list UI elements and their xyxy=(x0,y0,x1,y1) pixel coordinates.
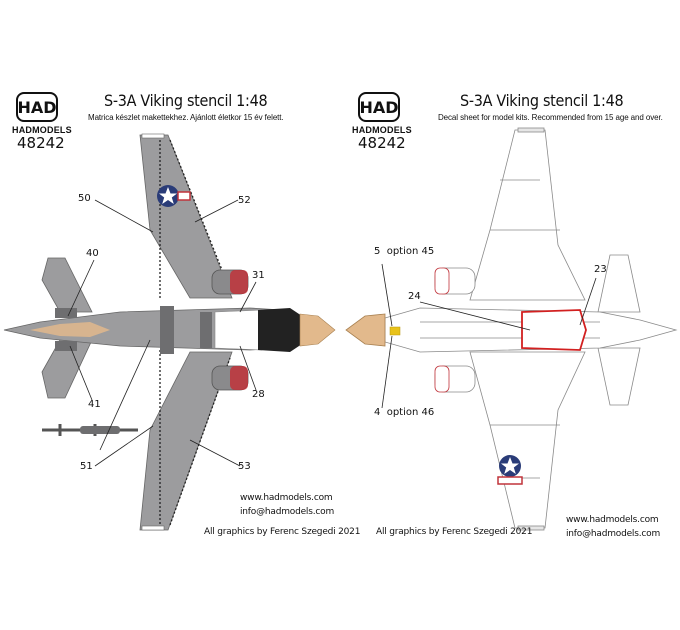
left-subtitle: Matrica készlet makettekhez. Ajánlott él… xyxy=(88,113,284,122)
callout-23: 23 xyxy=(594,264,607,275)
leader-31 xyxy=(239,281,257,313)
right-website: www.hadmodels.com xyxy=(566,515,659,525)
left-lower-wingtip xyxy=(141,525,165,531)
left-upper-tailplane xyxy=(41,257,93,313)
left-cockpit-surround xyxy=(214,309,263,351)
leader-option-46 xyxy=(381,335,393,409)
left-insignia-star xyxy=(159,187,177,204)
leader-50 xyxy=(94,199,154,233)
callout-51: 51 xyxy=(80,461,93,472)
leader-24 xyxy=(419,301,531,331)
leader-41 xyxy=(69,345,93,401)
left-insignia-bar xyxy=(177,191,191,201)
right-product-code: 48242 xyxy=(358,134,406,152)
right-subtitle: Decal sheet for model kits. Recommended … xyxy=(438,113,663,122)
left-wing-walkway-lower xyxy=(200,312,212,348)
left-credit: All graphics by Ferenc Szegedi 2021 xyxy=(204,527,361,537)
right-upper-wing xyxy=(469,129,586,301)
callout-50: 50 xyxy=(78,193,91,204)
left-logo: HAD xyxy=(16,92,58,122)
left-website: www.hadmodels.com xyxy=(240,493,333,503)
right-upper-wingtip xyxy=(517,127,545,133)
leader-23 xyxy=(579,277,597,326)
right-credit: All graphics by Ferenc Szegedi 2021 xyxy=(376,527,533,537)
right-lower-engine-intake xyxy=(434,365,450,393)
leader-52 xyxy=(194,199,239,223)
left-aircraft-top-view xyxy=(3,133,336,531)
callout-option-46: 4 option 46 xyxy=(374,407,435,418)
leader-53 xyxy=(189,439,241,467)
right-radome xyxy=(345,313,386,347)
callout-52: 52 xyxy=(238,195,251,206)
right-bomb-bay-highlight xyxy=(521,309,587,351)
left-tail-panel-upper xyxy=(55,308,77,318)
left-title: S-3A Viking stencil 1:48 xyxy=(104,91,268,110)
left-tail-decor xyxy=(30,322,110,337)
left-radome xyxy=(299,313,336,347)
left-brand: HADMODELS xyxy=(12,125,72,135)
callout-53: 53 xyxy=(238,461,251,472)
leader-28 xyxy=(239,345,257,391)
callout-option-45: 5 option 45 xyxy=(374,246,435,257)
callout-24: 24 xyxy=(408,291,421,302)
right-upper-engine-intake xyxy=(434,267,450,295)
right-yellow-panel xyxy=(389,326,401,336)
left-store-body xyxy=(80,426,120,434)
left-lower-engine-intake xyxy=(230,366,248,390)
callout-41: 41 xyxy=(88,399,101,410)
left-upper-wingtip xyxy=(141,133,165,139)
left-tail-panel-lower xyxy=(55,341,77,351)
right-lower-wing xyxy=(469,351,586,529)
right-title: S-3A Viking stencil 1:48 xyxy=(460,91,624,110)
callout-31: 31 xyxy=(252,270,265,281)
right-insignia-star xyxy=(501,457,519,474)
leader-51 xyxy=(94,425,154,467)
left-canopy xyxy=(258,308,305,352)
leader-51-b xyxy=(99,339,151,451)
leader-40 xyxy=(67,259,95,317)
right-upper-tailplane xyxy=(597,254,641,313)
right-lower-wingtip xyxy=(517,525,545,531)
left-wing-fold-line-upper-edge xyxy=(169,139,231,291)
right-lower-tailplane xyxy=(597,347,641,406)
left-upper-engine-intake xyxy=(230,270,248,294)
callout-28: 28 xyxy=(252,389,265,400)
left-wing-fold-line-lower-edge xyxy=(169,357,231,526)
left-product-code: 48242 xyxy=(17,134,65,152)
right-aircraft-bottom-view xyxy=(345,127,678,531)
right-brand: HADMODELS xyxy=(352,125,412,135)
leader-option-45 xyxy=(381,263,393,327)
right-logo: HAD xyxy=(358,92,400,122)
left-email: info@hadmodels.com xyxy=(240,507,335,517)
right-insignia-bar xyxy=(497,476,523,485)
callout-40: 40 xyxy=(86,248,99,259)
left-wing-walkway-upper xyxy=(160,306,174,354)
right-email: info@hadmodels.com xyxy=(566,529,661,539)
